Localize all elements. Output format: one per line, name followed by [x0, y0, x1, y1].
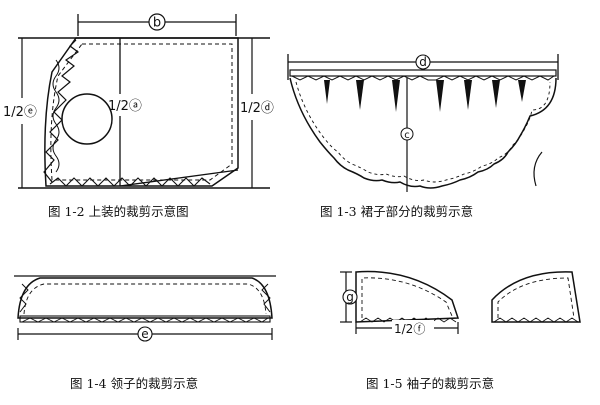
fig-1-3-skirt-pattern: d c [287, 54, 559, 192]
sleeve-piece-right [491, 271, 581, 323]
fig-1-4-collar-pattern: e [14, 275, 276, 342]
caption-fig-1-3: 图 1-3 裙子部分的裁剪示意 [320, 204, 474, 219]
label-e: e [141, 327, 148, 341]
hem-zigzag [49, 177, 211, 187]
label-c: c [404, 130, 410, 141]
label-g: g [346, 290, 354, 304]
collar-outline [17, 277, 273, 319]
label-e: 1/2ⓔ [3, 105, 37, 120]
label-b: b [153, 16, 161, 31]
caption-fig-1-2: 图 1-2 上装的裁剪示意图 [48, 204, 189, 219]
armhole-zigzag [43, 39, 80, 183]
label-a: 1/2ⓐ [108, 99, 142, 114]
caption-fig-1-5: 图 1-5 袖子的裁剪示意 [366, 376, 495, 391]
label-d: d [419, 55, 427, 69]
label-b-circle [148, 13, 166, 31]
waistband [289, 69, 557, 77]
neck-opening [61, 93, 113, 145]
skirt-outline [289, 77, 557, 189]
sleeve-piece-left [355, 270, 460, 323]
caption-fig-1-4: 图 1-4 领子的裁剪示意 [70, 376, 199, 391]
label-f: 1/2ⓕ [394, 322, 425, 336]
fig-1-5-sleeve-pattern: g 1/2ⓕ [340, 270, 581, 336]
label-d: 1/2ⓓ [240, 101, 274, 116]
fig-1-2-bodice-pattern: b 1/2ⓔ 1/2ⓓ 1/2ⓐ [2, 13, 274, 189]
bodice-outline [44, 37, 239, 187]
pleat-darts [324, 80, 526, 112]
